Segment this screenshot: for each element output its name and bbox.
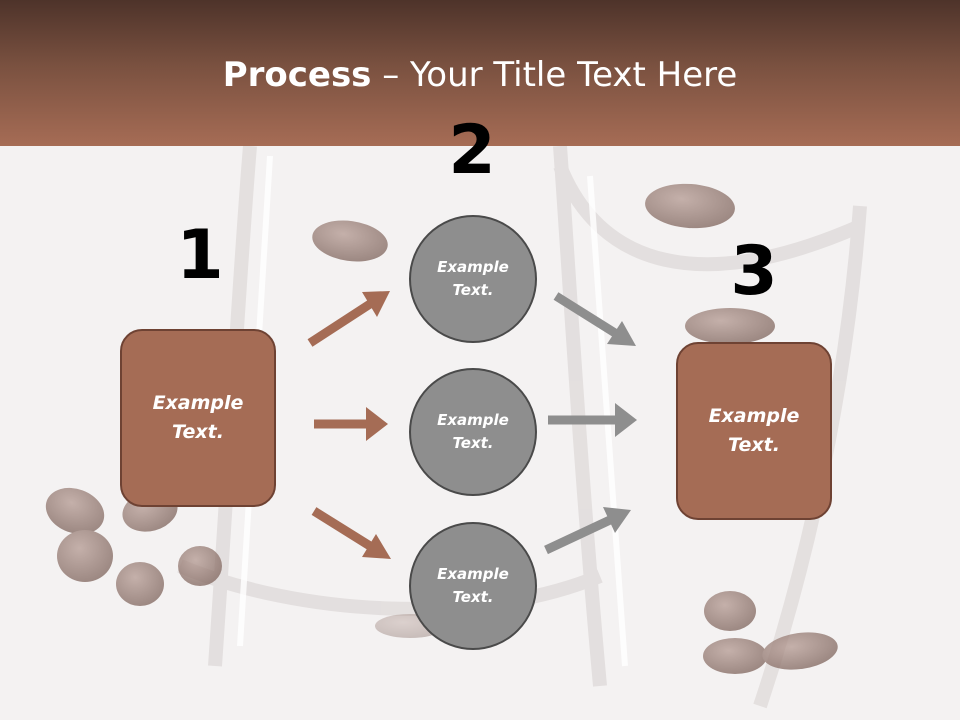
circle-bottom-text: Example Text. [437, 565, 509, 606]
coffee-bean [704, 591, 756, 631]
step-1-box: Example Text. [120, 329, 276, 507]
coffee-glasses-background [45, 146, 867, 709]
step-1-text: Example Text. [152, 392, 244, 443]
title-bold: Process [222, 55, 372, 95]
coffee-bean [116, 562, 164, 606]
step-2-circle-middle: Example Text. [409, 368, 537, 496]
coffee-bean [312, 220, 388, 262]
title-rest: – Your Title Text Here [371, 55, 738, 95]
coffee-bean [703, 638, 767, 674]
title-banner [0, 0, 960, 146]
step-3-text: Example Text. [708, 405, 800, 456]
coffee-bean [645, 183, 735, 229]
step-2-circle-top: Example Text. [409, 215, 537, 343]
coffee-bean [685, 308, 775, 344]
coffee-bean [57, 530, 113, 582]
circle-middle-text: Example Text. [437, 411, 509, 452]
coffee-bean [178, 546, 222, 586]
slide-title: Process – Your Title Text Here [0, 52, 960, 98]
coffee-bean [762, 632, 838, 670]
step-number-1: 1 [176, 216, 224, 295]
step-3-box: Example Text. [676, 342, 832, 520]
circle-top-text: Example Text. [437, 258, 509, 299]
step-number-2: 2 [448, 111, 496, 190]
step-number-3: 3 [730, 232, 778, 311]
step-2-circle-bottom: Example Text. [409, 522, 537, 650]
coffee-bean [45, 487, 105, 535]
